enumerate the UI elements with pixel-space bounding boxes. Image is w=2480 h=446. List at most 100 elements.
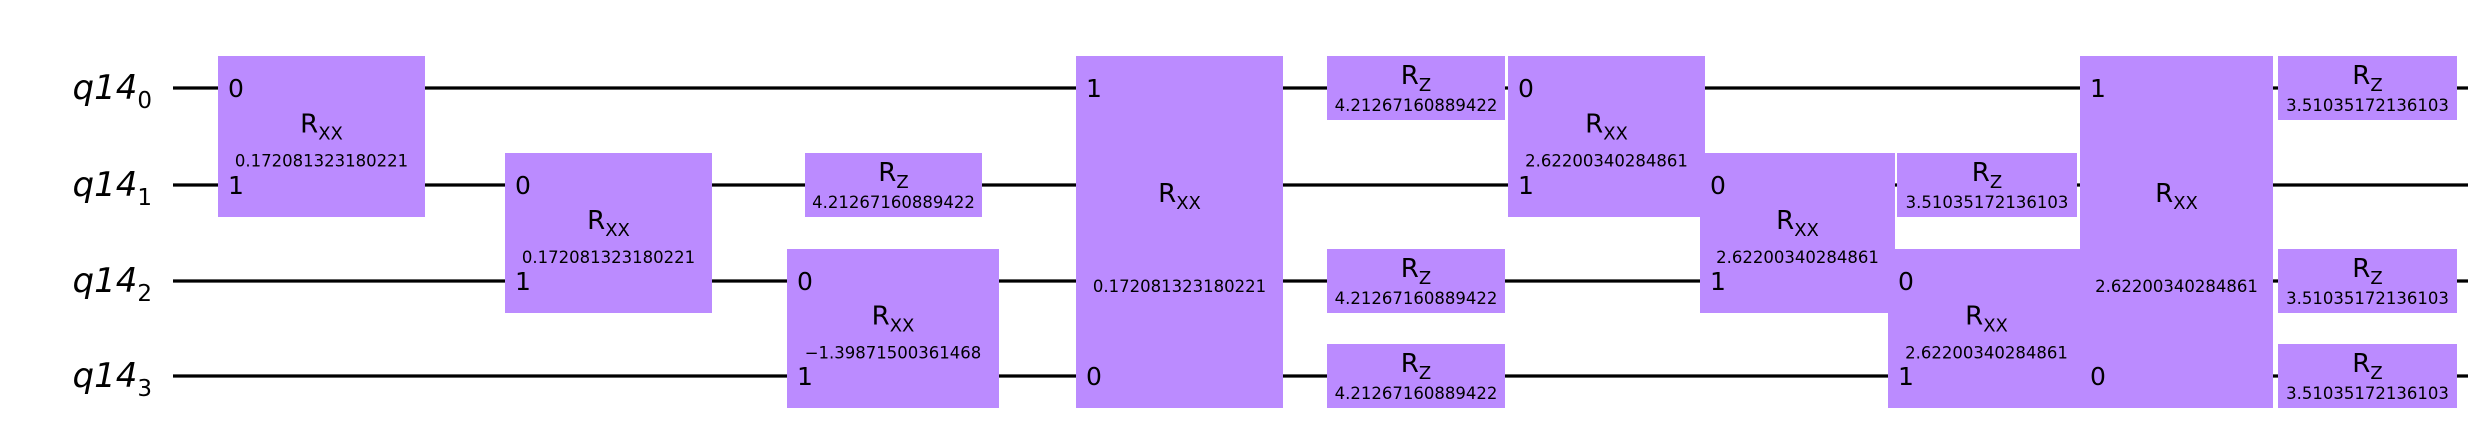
gate-port-label: 1 bbox=[2090, 74, 2106, 103]
gate-parameter: 2.62200340284861 bbox=[1716, 248, 1879, 267]
gate-port-label: 1 bbox=[1710, 267, 1726, 296]
gate-name-subscript: Z bbox=[2370, 268, 2382, 289]
gate-name-symbol: R bbox=[1585, 110, 1603, 140]
gate-name-symbol: R bbox=[872, 302, 890, 332]
gate-parameter: −1.39871500361468 bbox=[805, 344, 982, 363]
gate-name-symbol: R bbox=[1776, 206, 1794, 236]
gate-rz-2: RZ4.21267160889422 bbox=[805, 153, 982, 217]
gate-name: RXX bbox=[300, 110, 343, 145]
gate-port-label: 0 bbox=[228, 74, 244, 103]
gate-port-label: 0 bbox=[515, 171, 531, 200]
gate-box bbox=[1327, 344, 1505, 408]
qubit-register-name: q14 bbox=[73, 261, 138, 301]
gate-name: RZ bbox=[2352, 61, 2382, 96]
gate-name-subscript: Z bbox=[1419, 75, 1431, 96]
gate-name-subscript: XX bbox=[605, 220, 630, 241]
gate-port-label: 0 bbox=[2090, 362, 2106, 391]
qubit-register-name: q14 bbox=[73, 356, 138, 396]
gate-box bbox=[1508, 56, 1705, 217]
gate-parameter: 4.21267160889422 bbox=[1335, 289, 1498, 308]
gate-name-symbol: R bbox=[1965, 302, 1983, 332]
gate-name-subscript: XX bbox=[1176, 193, 1201, 214]
gate-name-subscript: Z bbox=[896, 172, 908, 193]
gate-name-symbol: R bbox=[1972, 158, 1990, 188]
gate-rxx-12: RXX 2.62200340284861 1 0 bbox=[2080, 56, 2273, 408]
gate-box bbox=[2080, 56, 2273, 408]
gate-name-symbol: R bbox=[2155, 179, 2173, 209]
gate-name-symbol: R bbox=[1401, 61, 1419, 91]
gate-rxx-1: RXX 0.172081323180221 0 1 bbox=[505, 153, 712, 313]
gate-port-label: 1 bbox=[228, 171, 244, 200]
gate-rz-14: RZ3.51035172136103 bbox=[2278, 249, 2457, 313]
gate-rxx-0: RXX 0.172081323180221 0 1 bbox=[218, 56, 425, 217]
qubit-label-2: q142 bbox=[73, 261, 153, 307]
gate-parameter: 2.62200340284861 bbox=[1525, 152, 1688, 171]
gate-name-symbol: R bbox=[587, 206, 605, 236]
gate-parameter: 3.51035172136103 bbox=[2286, 96, 2449, 115]
gate-name: RZ bbox=[878, 158, 908, 193]
gate-name-subscript: XX bbox=[2173, 193, 2198, 214]
gate-rxx-8: RXX 2.62200340284861 0 1 bbox=[1508, 56, 1705, 217]
gate-parameter: 2.62200340284861 bbox=[1905, 344, 2068, 363]
gate-name: RXX bbox=[1776, 206, 1819, 241]
gate-name: RZ bbox=[1401, 254, 1431, 289]
gate-box bbox=[2278, 249, 2457, 313]
gate-box bbox=[218, 56, 425, 217]
qubit-label-0: q140 bbox=[73, 68, 153, 114]
gate-name: RXX bbox=[587, 206, 630, 241]
gate-parameter: 0.172081323180221 bbox=[235, 152, 408, 171]
gate-port-label: 1 bbox=[515, 267, 531, 296]
gate-box bbox=[2278, 344, 2457, 408]
gate-rz-15: RZ3.51035172136103 bbox=[2278, 344, 2457, 408]
gate-name-symbol: R bbox=[2352, 349, 2370, 379]
gate-name-symbol: R bbox=[1401, 349, 1419, 379]
gate-port-label: 0 bbox=[1710, 171, 1726, 200]
gate-rxx-9: RXX 2.62200340284861 0 1 bbox=[1700, 153, 1895, 313]
gate-name: RXX bbox=[1585, 110, 1628, 145]
gate-name-subscript: Z bbox=[2370, 75, 2382, 96]
gate-name-symbol: R bbox=[300, 110, 318, 140]
gate-name-symbol: R bbox=[878, 158, 896, 188]
gate-box bbox=[805, 153, 982, 217]
gate-name-subscript: XX bbox=[890, 316, 915, 337]
gate-rz-5: RZ4.21267160889422 bbox=[1327, 56, 1505, 120]
gate-box bbox=[1327, 249, 1505, 313]
qubit-index: 3 bbox=[137, 376, 152, 402]
gate-parameter: 0.172081323180221 bbox=[522, 248, 695, 267]
gate-rz-6: RZ4.21267160889422 bbox=[1327, 249, 1505, 313]
gate-name-subscript: XX bbox=[1794, 220, 1819, 241]
gate-box bbox=[2278, 56, 2457, 120]
gate-name: RZ bbox=[1972, 158, 2002, 193]
gate-name-symbol: R bbox=[2352, 61, 2370, 91]
qubit-index: 2 bbox=[137, 281, 152, 307]
gate-box bbox=[1327, 56, 1505, 120]
qubit-label-1: q141 bbox=[73, 165, 153, 211]
gates: RXX0.17208132318022101RXX0.1720813231802… bbox=[218, 56, 2457, 408]
gate-box bbox=[1076, 56, 1283, 408]
qubit-index: 0 bbox=[137, 88, 152, 114]
gate-port-label: 0 bbox=[1518, 74, 1534, 103]
gate-rz-13: RZ3.51035172136103 bbox=[2278, 56, 2457, 120]
gate-name-subscript: XX bbox=[318, 124, 343, 145]
gate-name-subscript: XX bbox=[1983, 316, 2008, 337]
gate-box bbox=[1897, 153, 2077, 217]
gate-port-label: 1 bbox=[797, 362, 813, 391]
qubit-label-3: q143 bbox=[73, 356, 153, 402]
gate-box bbox=[1700, 153, 1895, 313]
gate-name-subscript: Z bbox=[2370, 363, 2382, 384]
gate-port-label: 1 bbox=[1898, 362, 1914, 391]
gate-port-label: 0 bbox=[1086, 362, 1102, 391]
gate-parameter: 3.51035172136103 bbox=[1906, 193, 2069, 212]
gate-parameter: 4.21267160889422 bbox=[812, 193, 975, 212]
gate-port-label: 1 bbox=[1518, 171, 1534, 200]
gate-parameter: 3.51035172136103 bbox=[2286, 384, 2449, 403]
gate-box bbox=[1888, 249, 2085, 408]
gate-parameter: 4.21267160889422 bbox=[1335, 384, 1498, 403]
gate-parameter: 2.62200340284861 bbox=[2095, 277, 2258, 296]
gate-parameter: 4.21267160889422 bbox=[1335, 96, 1498, 115]
gate-box bbox=[787, 249, 999, 408]
